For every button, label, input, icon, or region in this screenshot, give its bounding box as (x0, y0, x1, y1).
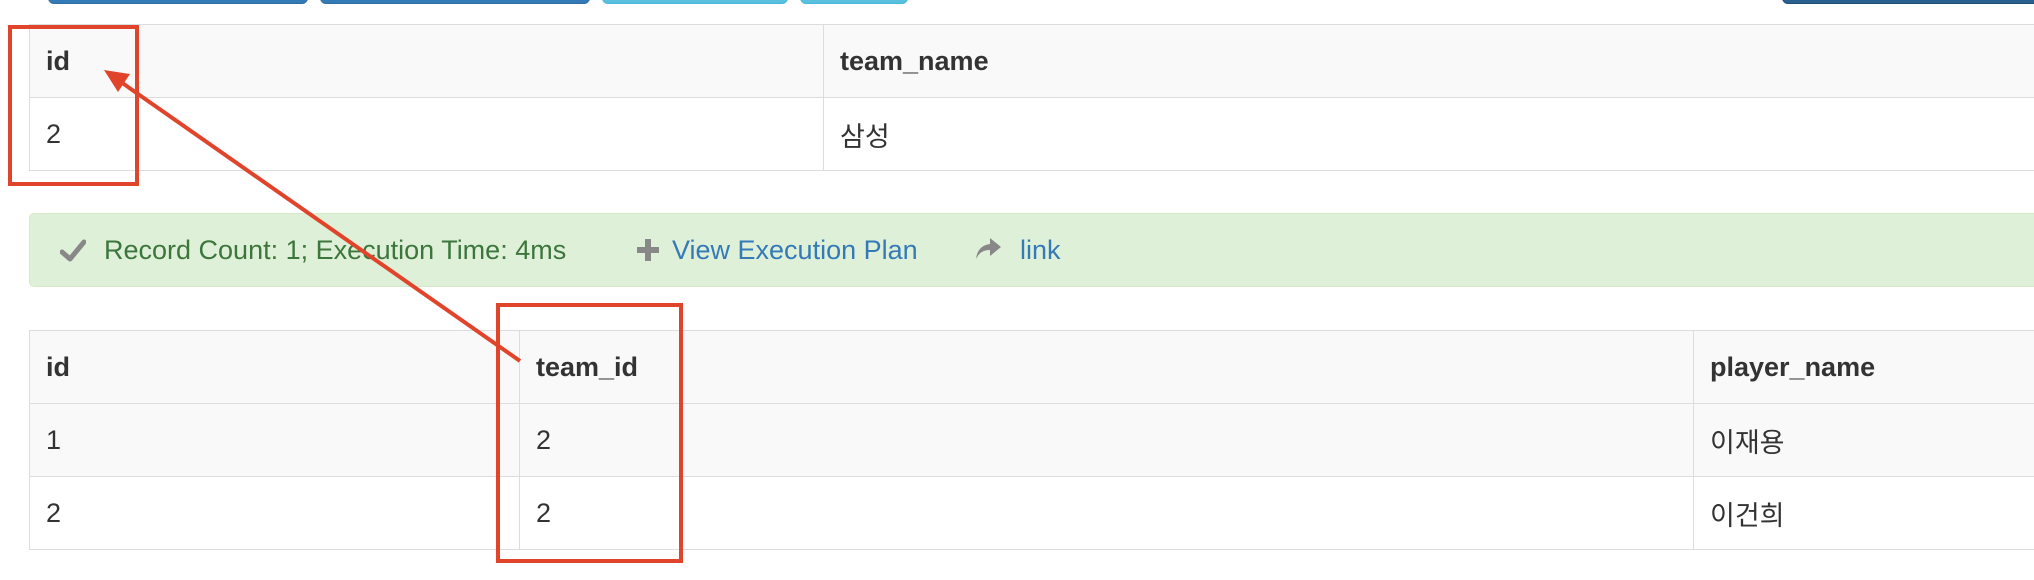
cell-team-name: 삼성 (823, 97, 2034, 171)
share-icon (976, 238, 1001, 259)
toolbar-button-5[interactable] (1782, 0, 2034, 4)
team-table: id team_name 2 삼성 (29, 24, 2034, 171)
cell-team-id: 2 (519, 403, 1694, 477)
plus-icon (637, 239, 659, 261)
column-header-team-id: team_id (519, 330, 1694, 404)
table-row: 2 2 이건희 (29, 476, 2034, 550)
cell-player-name: 이건희 (1693, 476, 2034, 550)
column-header-id: id (29, 24, 824, 98)
result-summary-bar: Record Count: 1; Execution Time: 4ms Vie… (29, 213, 2034, 287)
player-table: id team_id player_name 1 2 이재용 2 2 이건희 (29, 330, 2034, 550)
table-header-row: id team_name (29, 24, 2034, 98)
cell-player-name: 이재용 (1693, 403, 2034, 477)
cell-id: 2 (29, 97, 824, 171)
column-header-team-name: team_name (823, 24, 2034, 98)
column-header-id: id (29, 330, 520, 404)
cell-team-id: 2 (519, 476, 1694, 550)
toolbar-button-3[interactable] (602, 0, 788, 4)
view-execution-plan-link[interactable]: View Execution Plan (672, 234, 918, 265)
record-count-text: Record Count: 1; Execution Time: 4ms (104, 234, 567, 265)
table-row: 2 삼성 (29, 97, 2034, 171)
cell-id: 1 (29, 403, 520, 477)
ok-icon (60, 239, 86, 262)
column-header-player-name: player_name (1693, 330, 2034, 404)
toolbar-button-1[interactable] (48, 0, 308, 4)
toolbar-button-4[interactable] (800, 0, 908, 4)
toolbar-button-2[interactable] (320, 0, 590, 4)
table-row: 1 2 이재용 (29, 403, 2034, 477)
share-link[interactable]: link (1020, 234, 1061, 265)
cell-id: 2 (29, 476, 520, 550)
table-header-row: id team_id player_name (29, 330, 2034, 404)
